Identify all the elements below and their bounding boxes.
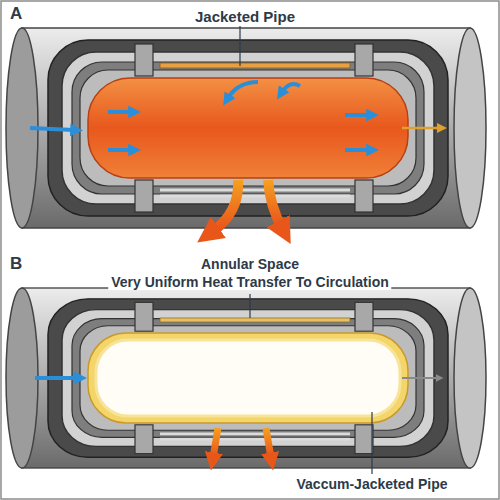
leader-line xyxy=(371,412,372,474)
heat-arrow xyxy=(268,180,282,228)
heat-arrow xyxy=(266,428,271,458)
annular-tube xyxy=(160,63,350,68)
flow-arrow xyxy=(30,128,74,130)
panel-letter: B xyxy=(10,254,22,274)
heat-arrow xyxy=(213,428,218,458)
part-label: Jacketed Pipe xyxy=(192,8,298,25)
flow-arrow xyxy=(108,110,132,114)
pipe-shell xyxy=(6,28,486,228)
part-label: Annular Space xyxy=(198,256,302,272)
heated-core xyxy=(88,78,408,178)
glow-ring xyxy=(88,333,408,423)
flow-arrow xyxy=(228,82,258,98)
heat-arrow xyxy=(212,180,238,232)
annular-tube xyxy=(160,318,350,322)
note-label: Very Uniform Heat Transfer To Circulatio… xyxy=(108,274,391,290)
leader-line xyxy=(249,294,250,318)
panel-letter: A xyxy=(10,4,22,24)
flow-arrow xyxy=(35,376,78,380)
leader-line xyxy=(239,26,240,66)
pipe-shell xyxy=(6,288,486,468)
outflow-arrow xyxy=(402,127,440,130)
outflow-arrow xyxy=(402,377,438,379)
flow-arrow xyxy=(345,148,370,152)
flow-arrow xyxy=(108,148,132,152)
cool-core xyxy=(96,340,400,416)
part-label: Vaccum-Jacketed Pipe xyxy=(294,476,451,492)
flow-arrow xyxy=(282,84,300,92)
flow-arrow xyxy=(345,113,370,117)
